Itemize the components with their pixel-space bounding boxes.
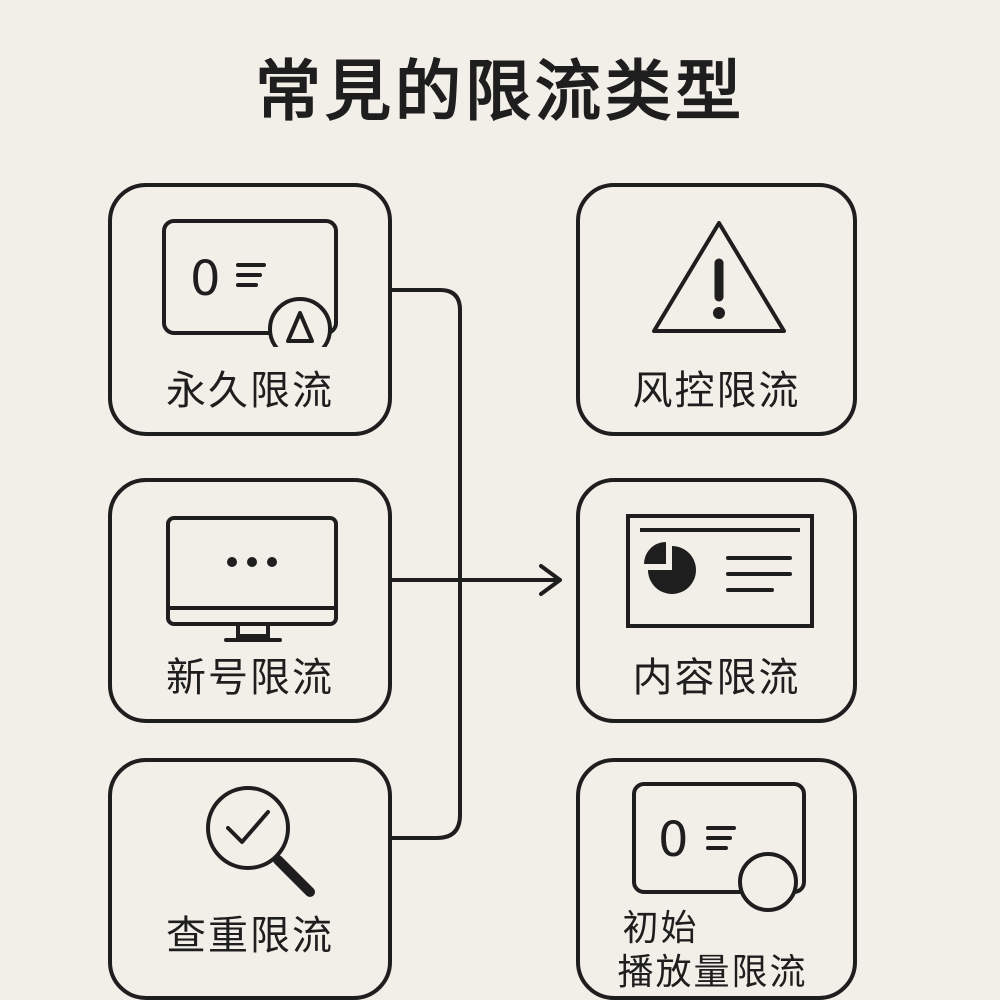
warning-triangle-icon (652, 221, 786, 333)
card-label: 查重限流 (166, 913, 334, 959)
card-label: 新号限流 (166, 655, 334, 701)
card-new-account-limit: 新号限流 (108, 478, 392, 723)
card-risk-control-limit: 风控限流 (576, 183, 857, 436)
card-label: 永久限流 (166, 368, 334, 414)
arrow-head-icon (539, 564, 562, 596)
pie-chart-document-icon (626, 514, 814, 628)
magnifier-check-icon (206, 786, 315, 897)
page-title: 常見的限流类型 (255, 53, 745, 130)
card-label-line1: 初始 (622, 908, 699, 949)
id-card-circle-icon: 0 (632, 782, 806, 912)
svg-text:0: 0 (658, 812, 689, 868)
id-card-warning-icon: 0 (162, 219, 338, 347)
monitor-icon (166, 516, 338, 642)
card-label: 内容限流 (632, 655, 801, 701)
card-permanent-limit: 0 永久限流 (108, 183, 392, 436)
card-label: 风控限流 (632, 368, 801, 414)
card-label-line2: 播放量限流 (617, 952, 808, 993)
card-content-limit: 内容限流 (576, 478, 857, 723)
card-check-weight-limit: 查重限流 (108, 758, 392, 1000)
card-initial-views-limit: 0 初始 播放量限流 (576, 758, 857, 1000)
svg-text:0: 0 (190, 251, 221, 307)
